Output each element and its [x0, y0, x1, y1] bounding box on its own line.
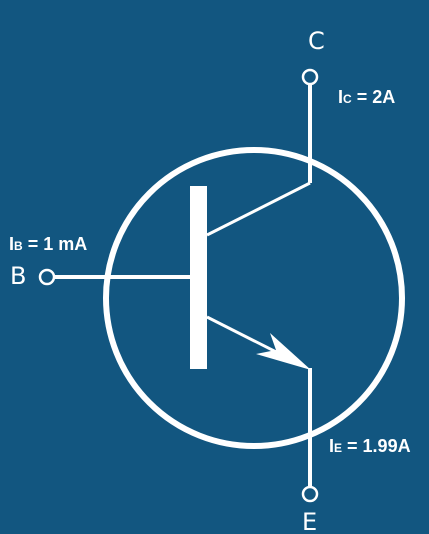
- emitter-current-label: IE = 1.99A: [329, 437, 411, 455]
- emitter-current-subscript: E: [334, 441, 343, 455]
- emitter-label: E: [302, 508, 318, 534]
- collector-terminal-icon: [301, 68, 319, 86]
- base-label: B: [10, 262, 27, 290]
- collector-current-subscript: C: [343, 92, 352, 106]
- collector-label: C: [308, 27, 325, 55]
- collector-current-value: = 2A: [351, 87, 396, 107]
- base-current-symbol: I: [9, 234, 15, 254]
- collector-current-symbol: I: [338, 87, 344, 107]
- base-bar: [190, 186, 207, 369]
- base-current-subscript: B: [14, 239, 23, 253]
- base-terminal-icon: [38, 268, 56, 286]
- emitter-current-value: = 1.99A: [342, 436, 411, 456]
- collector-current-label: IC = 2A: [338, 88, 395, 106]
- emitter-current-symbol: I: [329, 436, 335, 456]
- transistor-envelope-circle: [103, 147, 405, 449]
- base-current-value: = 1 mA: [22, 234, 88, 254]
- base-current-label: IB = 1 mA: [9, 235, 87, 253]
- emitter-arrow-icon: [256, 333, 311, 370]
- collector-diagonal: [206, 181, 311, 237]
- emitter-terminal-icon: [301, 485, 319, 503]
